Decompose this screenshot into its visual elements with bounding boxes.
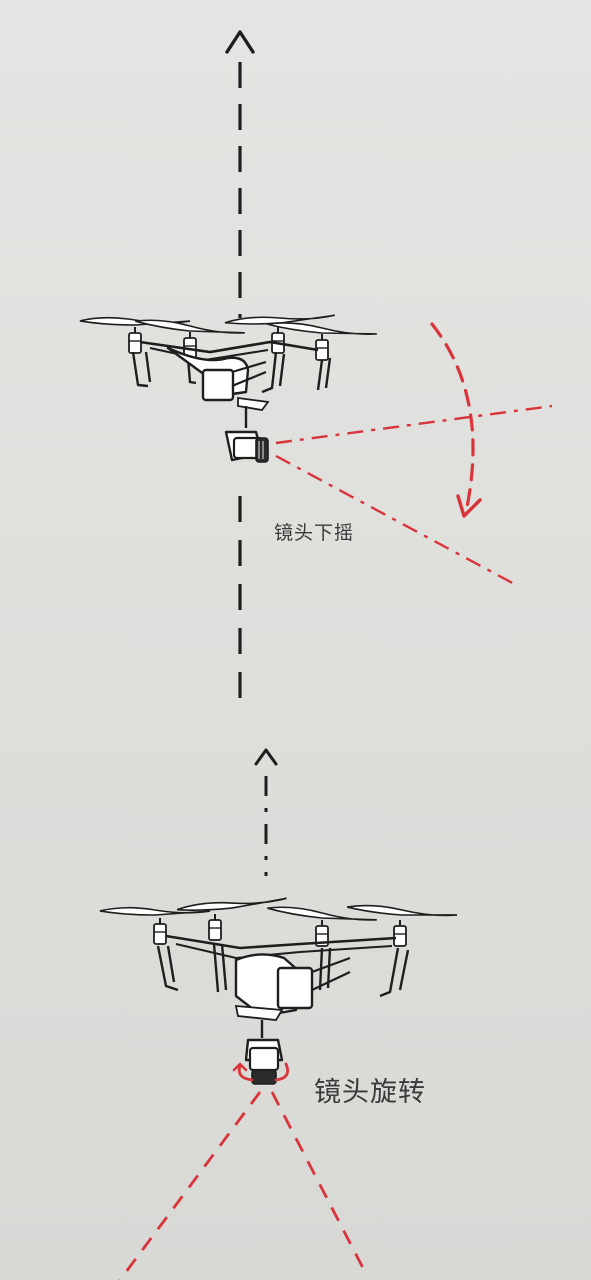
label-tilt-down: 镜头下摇	[274, 522, 355, 544]
camera-view-lines-bottom	[118, 1091, 366, 1280]
label-rotate: 镜头旋转	[314, 1077, 426, 1108]
drone-icon	[79, 308, 379, 411]
arrow-up-icon	[254, 748, 278, 766]
drone-icon	[99, 891, 458, 1021]
rotation-arrow-icon	[232, 1062, 290, 1082]
camera-gimbal-icon	[224, 406, 269, 463]
arrow-up-icon	[225, 30, 255, 54]
camera-view-lines-top	[275, 404, 553, 588]
camera-gimbal-icon	[244, 1020, 284, 1085]
curved-arrow-icon	[430, 322, 482, 518]
